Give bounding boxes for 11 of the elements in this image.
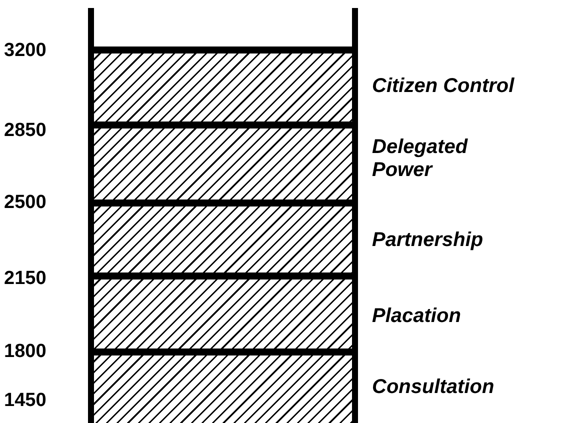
rung-label: Placation	[372, 305, 462, 328]
scale-value: 1800	[4, 341, 46, 363]
scale-value: 1450	[4, 390, 46, 412]
rung-label: Delegated Power	[372, 136, 469, 182]
rung-label: Citizen Control	[372, 75, 516, 98]
scale-value: 2150	[4, 268, 46, 290]
rung-label: Consultation	[372, 376, 496, 399]
scale-value: 2850	[4, 120, 46, 142]
rung-label: Partnership	[372, 229, 484, 252]
scale-value: 2500	[4, 192, 46, 214]
scale-value: 3200	[4, 40, 46, 62]
